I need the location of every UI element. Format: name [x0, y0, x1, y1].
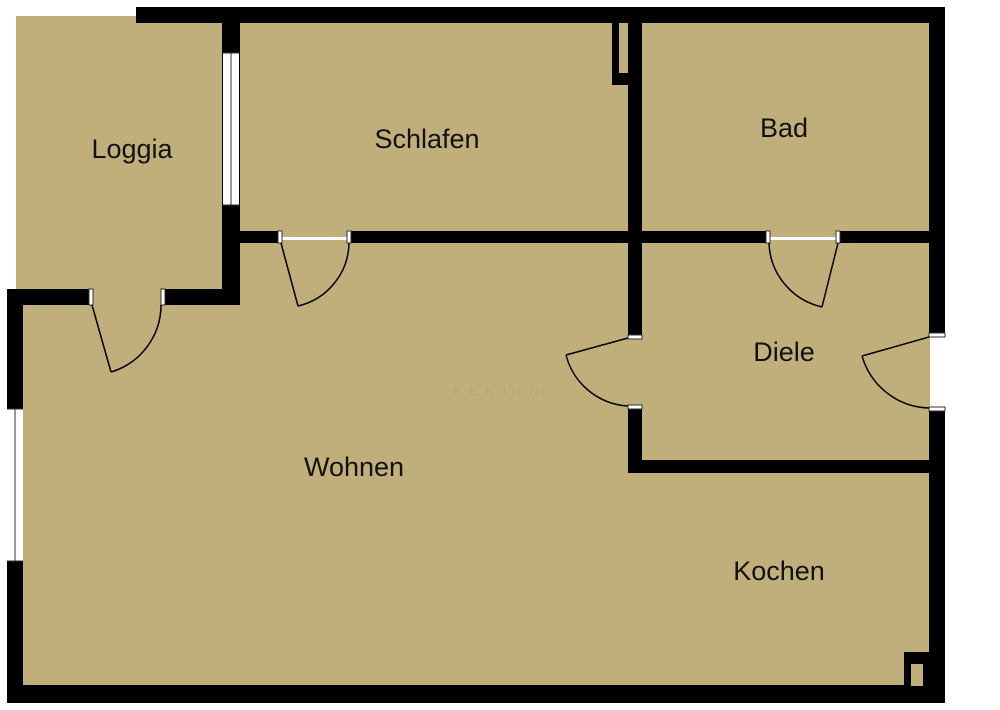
loggia-bottom-wall — [7, 289, 93, 305]
shaft-top-inset — [619, 23, 628, 73]
loggia-window — [223, 52, 239, 206]
bad-floor — [640, 22, 930, 237]
right-wall-lower — [929, 411, 945, 703]
shaft-bottom-inset — [911, 664, 923, 686]
windows — [7, 52, 239, 562]
watermark-text: BERLIN — [453, 386, 547, 398]
room-label-bad: Bad — [760, 113, 808, 143]
schlafen-wall-left — [222, 231, 278, 243]
schlafen-door — [280, 242, 350, 307]
wohnen-window — [7, 408, 23, 562]
bad-door — [768, 242, 839, 308]
entrance-opening — [931, 333, 945, 411]
shafts — [619, 23, 923, 686]
right-wall-upper — [929, 7, 945, 333]
room-labels: Loggia Schlafen Bad Wohnen Diele Kochen — [91, 113, 824, 586]
loggia-door — [91, 304, 162, 373]
room-label-wohnen: Wohnen — [304, 452, 404, 482]
top-wall — [136, 7, 945, 23]
diele-door — [565, 337, 629, 407]
schlafen-floor — [238, 22, 632, 237]
center-wall-lower — [628, 405, 642, 473]
entrance-door — [861, 336, 930, 409]
diele-bottom-wall — [628, 460, 945, 473]
loggia-bottom-wall-right — [161, 289, 240, 305]
walls — [7, 7, 945, 703]
room-label-loggia: Loggia — [91, 134, 173, 164]
bottom-wall — [7, 685, 945, 703]
schlafen-wall-right — [351, 231, 768, 243]
room-label-diele: Diele — [753, 337, 815, 367]
door-jambs — [88, 230, 946, 412]
room-label-schlafen: Schlafen — [374, 124, 479, 154]
room-label-kochen: Kochen — [733, 556, 825, 586]
center-wall-upper — [628, 23, 642, 339]
door-swings — [91, 242, 930, 409]
bad-wall-right — [838, 231, 945, 243]
